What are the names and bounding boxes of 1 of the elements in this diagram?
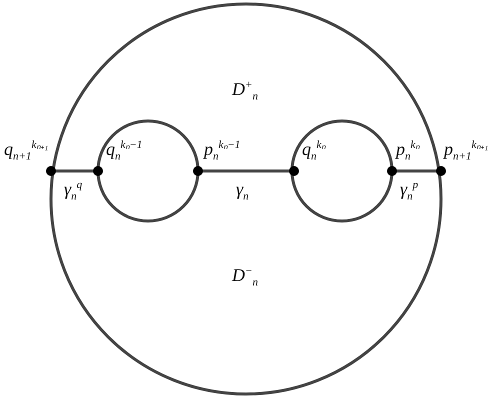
math-label: γ$_{n}$ [236,180,249,203]
